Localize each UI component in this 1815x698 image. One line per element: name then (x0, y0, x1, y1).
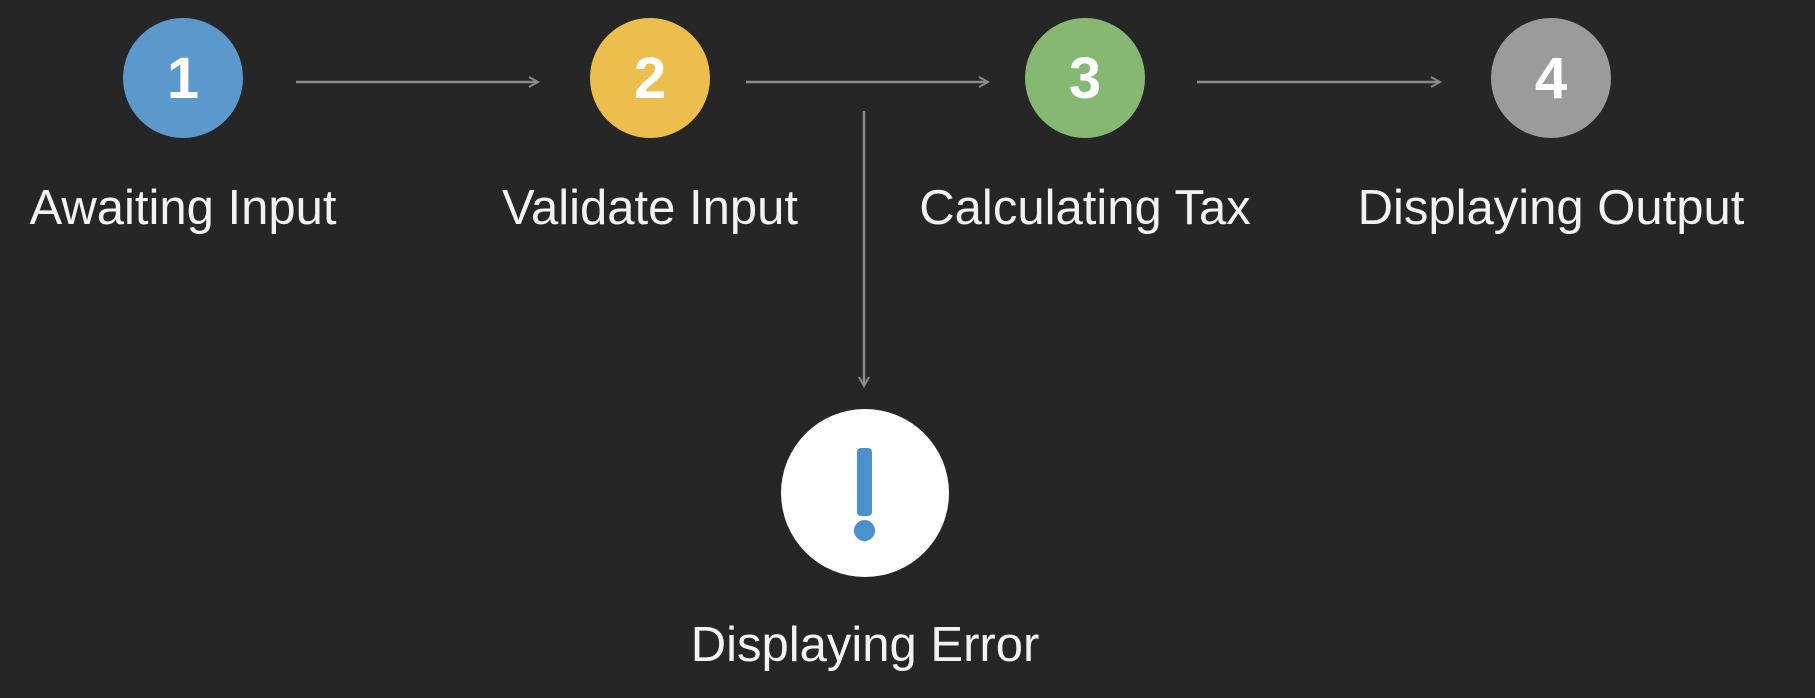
step-3-label: Calculating Tax (919, 181, 1251, 235)
step-1-label: Awaiting Input (29, 181, 337, 235)
step-2-label: Validate Input (501, 181, 799, 235)
error-label: Displaying Error (690, 618, 1040, 672)
step-1-circle: 1 (123, 18, 243, 138)
exclamation-icon (857, 448, 872, 516)
step-3-circle: 3 (1025, 18, 1145, 138)
step-4-label: Displaying Output (1357, 181, 1745, 235)
step-2-circle: 2 (590, 18, 710, 138)
exclamation-dot (854, 520, 875, 541)
step-4-circle: 4 (1491, 18, 1611, 138)
